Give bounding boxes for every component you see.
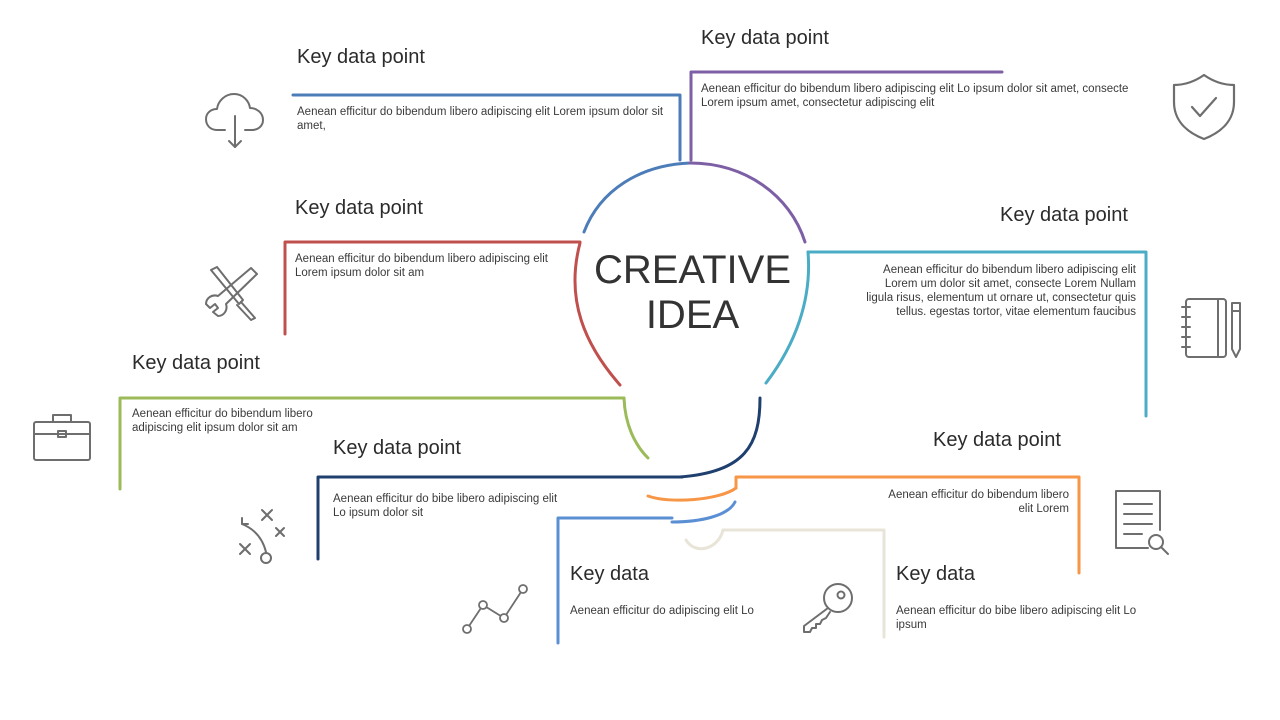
line-chart-icon <box>460 582 532 636</box>
bulb-arc-teal <box>764 250 811 385</box>
item-title-lower-left: Key data point <box>132 352 260 374</box>
tools-icon <box>201 264 261 322</box>
connector-bottom-center <box>556 516 674 645</box>
briefcase-icon <box>32 412 92 464</box>
center-title: CREATIVE IDEA <box>575 248 810 338</box>
item-title-bottom-right: Key data <box>896 563 975 585</box>
document-search-icon <box>1112 488 1172 556</box>
item-title-top-right: Key data point <box>701 27 829 49</box>
strategy-icon <box>236 506 290 566</box>
shield-check-icon <box>1170 72 1238 142</box>
item-title-bottom-left: Key data point <box>333 437 461 459</box>
key-icon <box>800 580 858 636</box>
cloud-download-icon <box>203 90 267 150</box>
item-title-top-left: Key data point <box>297 46 425 68</box>
item-title-bottom-center: Key data <box>570 563 649 585</box>
center-title-line1: CREATIVE <box>593 248 792 292</box>
bulb-arc-green <box>622 396 650 460</box>
item-text-top-left: Aenean efficitur do bibendum libero adip… <box>297 106 664 132</box>
connector-lower-left <box>118 396 626 491</box>
item-text-lower-right: Aenean efficitur do bibendum libero elit… <box>888 489 1069 515</box>
item-text-bottom-right: Aenean efficitur do bibe libero adipisci… <box>896 605 1137 631</box>
bulb-arc-navy <box>678 396 762 479</box>
bulb-arc-blue <box>582 161 692 234</box>
connector-bottom-right <box>721 528 886 639</box>
connector-lower-right <box>734 475 1081 575</box>
item-text-mid-left: Aenean efficitur do bibendum libero adip… <box>295 253 548 279</box>
item-title-lower-right: Key data point <box>933 429 1061 451</box>
bulb-arc-beige <box>684 528 725 551</box>
connector-bottom-left <box>316 475 684 561</box>
bulb-arc-lightblue <box>670 500 737 524</box>
connector-mid-right <box>806 250 1148 418</box>
item-text-mid-right: Aenean efficitur do bibendum libero adip… <box>866 264 1136 318</box>
center-title-line2: IDEA <box>645 293 740 337</box>
item-text-lower-left: Aenean efficitur do bibendum libero adip… <box>132 408 313 434</box>
item-text-bottom-center: Aenean efficitur do adipiscing elit Lo <box>570 605 754 617</box>
bulb-arc-red <box>573 241 622 387</box>
bulb-arc-orange <box>646 486 738 502</box>
item-title-mid-left: Key data point <box>295 197 423 219</box>
notebook-pen-icon <box>1180 295 1244 361</box>
connector-top-left <box>291 93 682 162</box>
connector-mid-left <box>283 240 582 336</box>
bulb-arc-purple <box>688 161 807 244</box>
item-text-bottom-left: Aenean efficitur do bibe libero adipisci… <box>333 493 558 519</box>
item-text-top-right: Aenean efficitur do bibendum libero adip… <box>701 83 1129 109</box>
item-title-mid-right: Key data point <box>1000 204 1128 226</box>
connector-top-right <box>689 70 1004 162</box>
